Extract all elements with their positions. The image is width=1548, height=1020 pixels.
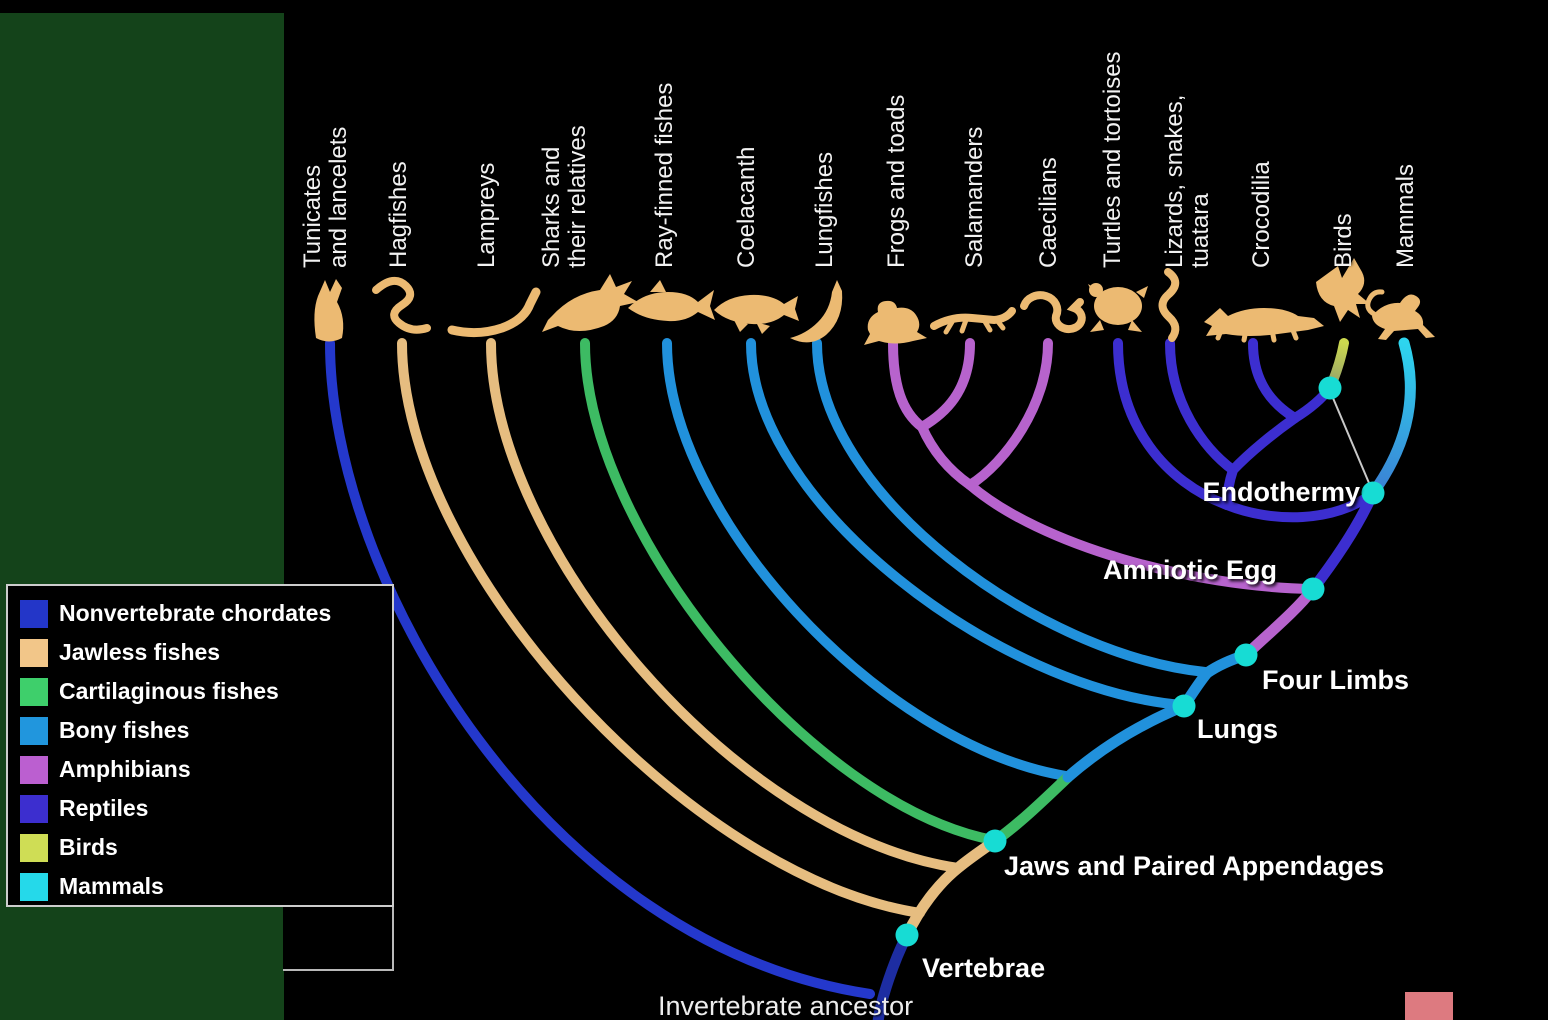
spine-mammal — [1367, 337, 1416, 499]
branch-hagfishes — [397, 338, 925, 918]
animal-icon-row — [314, 258, 1435, 345]
lamprey-icon — [447, 287, 541, 338]
taxon-label-tunicates: Tunicates and lancelets — [299, 126, 352, 268]
legend-label: Nonvertebrate chordates — [59, 600, 332, 626]
taxon-label-salamanders: Salamanders — [961, 126, 988, 268]
legend-label: Mammals — [59, 873, 164, 899]
legend-item-nonvertebrate-chordates: Nonvertebrate chordates — [20, 594, 392, 633]
trait-node-dots — [895, 376, 1385, 947]
caecilian-icon — [1020, 291, 1086, 334]
salamander-icon — [930, 307, 1016, 335]
legend-label: Birds — [59, 834, 118, 860]
taxon-label-hagfishes: Hagfishes — [385, 161, 412, 268]
jaws-node-dot — [983, 829, 1007, 853]
spine-tetrapod — [1240, 583, 1319, 661]
taxon-label-turtles: Turtles and tortoises — [1099, 51, 1126, 268]
tunicate-icon — [314, 279, 344, 342]
taxon-label-birds: Birds — [1330, 213, 1357, 268]
branch-crocodilia — [1248, 338, 1300, 423]
bird-endothermy-node-dot — [1318, 376, 1342, 400]
lungs-node-dot — [1172, 694, 1196, 718]
jaws-label: Jaws and Paired Appendages — [1004, 851, 1385, 881]
taxon-label-crocodilia: Crocodilia — [1248, 161, 1275, 268]
spine-cartilaginous — [989, 771, 1074, 847]
turtle-icon — [1088, 283, 1148, 332]
monkey-icon — [1365, 289, 1435, 340]
taxon-label-ray-finned: Ray-finned fishes — [651, 82, 678, 268]
four-limbs-node-dot — [1234, 643, 1258, 667]
legend-item-amphibians: Amphibians — [20, 750, 392, 789]
legend-box: Nonvertebrate chordates Jawless fishes C… — [6, 584, 394, 907]
legend-label: Amphibians — [59, 756, 191, 782]
branch-coelacanth — [746, 338, 1187, 710]
spine-jawless — [901, 835, 1001, 941]
branch-tunicates — [325, 338, 875, 999]
amphibian-inner-link — [917, 422, 975, 490]
legend-item-jawless-fishes: Jawless fishes — [20, 633, 392, 672]
branch-group — [325, 338, 1378, 999]
branch-salamanders — [917, 338, 975, 432]
ray-finned-fish-icon — [628, 280, 715, 322]
endothermy-label: Endothermy — [1202, 477, 1360, 507]
taxon-label-sharks: Sharks and their relatives — [538, 125, 591, 268]
amphibian-clade-spine — [965, 480, 1318, 594]
legend-item-bony-fishes: Bony fishes — [20, 711, 392, 750]
taxon-label-frogs: Frogs and toads — [883, 94, 910, 268]
legend-item-birds: Birds — [20, 828, 392, 867]
snake-icon — [1158, 268, 1180, 342]
frog-icon — [864, 300, 927, 345]
bird-icon — [1316, 258, 1370, 322]
legend-item-mammals: Mammals — [20, 867, 392, 906]
crocodile-icon — [1204, 308, 1324, 343]
vertebrae-node-dot — [895, 923, 919, 947]
amniotic-egg-node-dot — [1301, 577, 1325, 601]
taxon-label-mammals: Mammals — [1392, 163, 1419, 268]
corner-pink-square — [1405, 992, 1453, 1020]
endothermy-bird-connector-line — [1332, 397, 1370, 484]
legend-item-reptiles: Reptiles — [20, 789, 392, 828]
branch-lungfishes — [812, 338, 1210, 677]
legend-label: Cartilaginous fishes — [59, 678, 279, 704]
taxon-label-coelacanth: Coelacanth — [733, 146, 760, 268]
legend-swatch-cartilaginous-fishes — [20, 677, 48, 706]
legend-swatch-mammals — [20, 872, 48, 901]
legend-swatch-amphibians — [20, 755, 48, 784]
legend-item-cartilaginous-fishes: Cartilaginous fishes — [20, 672, 392, 711]
vertebrae-label: Vertebrae — [922, 953, 1046, 983]
legend-swatch-reptiles — [20, 794, 48, 823]
taxon-label-lungfishes: Lungfishes — [811, 151, 838, 268]
hagfish-icon — [372, 276, 431, 334]
branch-caecilians — [965, 338, 1053, 490]
spine-bony-2 — [1178, 649, 1252, 712]
legend-label: Reptiles — [59, 795, 149, 821]
lungfish-icon — [790, 280, 843, 343]
legend-swatch-bony-fishes — [20, 716, 48, 745]
reptile-clade-spine — [1222, 488, 1378, 523]
lungs-label: Lungs — [1197, 714, 1278, 744]
archosaur-link — [1228, 413, 1300, 475]
legend-swatch-birds — [20, 833, 48, 862]
branch-turtles — [1113, 338, 1232, 510]
branch-ray-finned — [662, 338, 1071, 781]
endothermy-node-dot — [1361, 481, 1385, 505]
legend-swatch-jawless-fishes — [20, 638, 48, 667]
branch-lizards — [1165, 338, 1238, 475]
taxon-label-caecilians: Caecilians — [1035, 157, 1062, 268]
branch-lampreys — [486, 338, 963, 873]
legend-swatch-nonvertebrate-chordates — [20, 599, 48, 628]
taxon-label-lampreys: Lampreys — [473, 162, 500, 268]
four-limbs-label: Four Limbs — [1262, 665, 1409, 695]
shark-icon — [542, 274, 638, 332]
amniotic-egg-label: Amniotic Egg — [1103, 555, 1277, 585]
legend-footer-box — [283, 907, 394, 971]
invertebrate-ancestor-label: Invertebrate ancestor — [658, 991, 914, 1020]
branch-sharks — [580, 338, 998, 845]
coelacanth-icon — [714, 294, 799, 334]
legend-label: Jawless fishes — [59, 639, 221, 665]
taxon-label-lizards: Lizards, snakes, tuatara — [1161, 94, 1214, 268]
branch-frogs — [888, 338, 927, 432]
legend-label: Bony fishes — [59, 717, 190, 743]
spine-bony-1 — [1062, 700, 1190, 783]
